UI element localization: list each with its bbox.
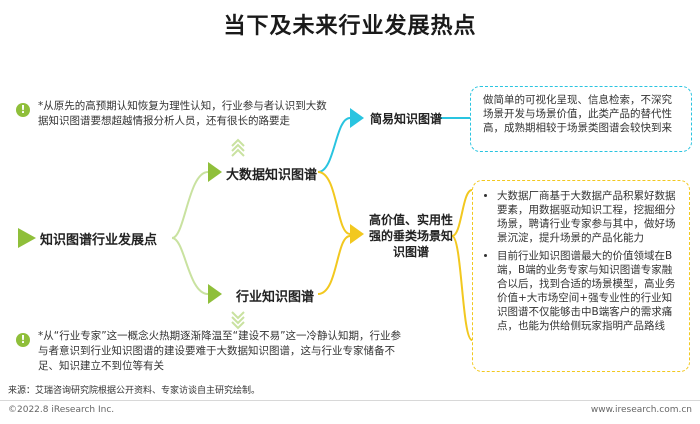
simple-node-label: 简易知识图谱 [370,112,443,126]
connector-highvalue-to-box [451,189,473,341]
connector-industry-to-highvalue [317,235,351,295]
simple-description-text: 做简单的可视化呈现、信息检索，不深究场景开发与场景价值，此类产品的替代性高，成熟… [483,94,672,134]
warning-icon: ! [16,103,30,117]
website-text: www.iresearch.com.cn [590,405,692,415]
footer-divider [0,400,700,401]
list-item: 目前行业知识图谱最大的价值领域在B端，B端的业务专家与知识图谱专家融合以后，找到… [497,249,679,333]
chevron-down-icon [231,311,245,320]
highvalue-description-box: 大数据厂商基于大数据产品积累好数据要素，用数据驱动知识工程，挖掘细分场景，聘请行… [472,180,690,372]
industry-arrow [208,284,222,304]
page-title: 当下及未来行业发展热点 [223,14,477,39]
connector-root-to-industry [171,237,209,295]
root-node-label: 知识图谱行业发展点 [40,233,158,248]
copyright-text: ©2022.8 iResearch Inc. [8,405,115,415]
bottom-note: *从“行业专家”这一概念火热期逐渐降温至“建设不易”这一冷静认知期，行业参与者意… [38,330,402,372]
simple-description-box: 做简单的可视化呈现、信息检索，不深究场景开发与场景价值，此类产品的替代性高，成熟… [470,86,692,152]
top-note: *从原先的高预期认知恢复为理性认知，行业参与者认识到大数据知识图谱要想超越情报分… [38,100,327,127]
bigdata-arrow [208,162,222,182]
highvalue-list: 大数据厂商基于大数据产品积累好数据要素，用数据驱动知识工程，挖掘细分场景，聘请行… [483,189,679,333]
root-arrow [18,228,36,248]
bigdata-node-label: 大数据知识图谱 [226,168,318,183]
source-note: 来源：艾瑞咨询研究院根据公开资料、专家访谈自主研究绘制。 [8,386,261,396]
connector-bigdata-to-simple [317,117,351,173]
simple-arrow [350,108,364,128]
connector-bigdata-to-highvalue [317,171,351,235]
highvalue-node-label: 高价值、实用性强的垂类场景知识图谱 [368,213,453,259]
warning-icon: ! [16,333,30,347]
industry-node-label: 行业知识图谱 [236,290,315,305]
highvalue-arrow [350,224,364,244]
list-item: 大数据厂商基于大数据产品积累好数据要素，用数据驱动知识工程，挖掘细分场景，聘请行… [497,189,679,245]
chevron-up-icon [231,138,245,147]
connector-root-to-bigdata [171,171,209,239]
